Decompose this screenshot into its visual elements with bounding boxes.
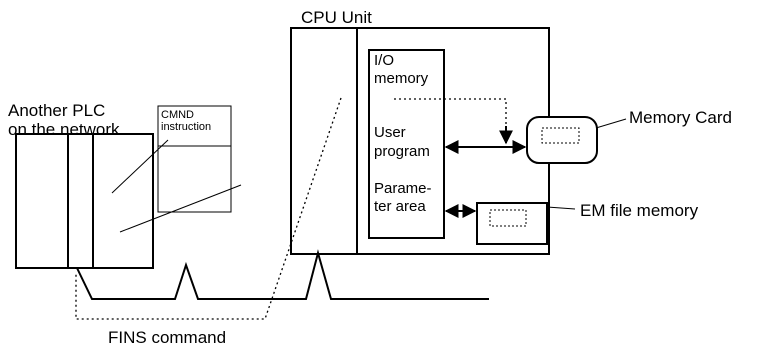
parameter-area-label-2: ter area (374, 198, 426, 215)
cmnd-instruction-box (157, 105, 232, 213)
cmnd-label-1: CMND (161, 109, 194, 121)
another-plc-label-2: on the network (8, 120, 120, 139)
em-file-callout (546, 206, 576, 210)
parameter-area-label-1: Parame- (374, 180, 432, 197)
fins-command-dotted-path (394, 98, 507, 126)
cpu-unit-label: CPU Unit (301, 8, 372, 27)
memory-card-label: Memory Card (629, 108, 732, 127)
another-plc-rack (15, 133, 154, 269)
cmnd-callout-line (111, 139, 169, 194)
cmnd-callout-line-2 (119, 184, 242, 233)
network-cable (76, 249, 489, 300)
another-plc-label-1: Another PLC (8, 101, 106, 120)
cmnd-label-2: instruction (161, 121, 212, 133)
fins-command-label: FINS command (108, 328, 227, 347)
user-program-label-2: program (374, 143, 430, 160)
memory-card-callout (595, 118, 627, 129)
em-file-memory-label: EM file memory (580, 201, 699, 220)
memory-card (526, 116, 598, 164)
user-program-label-1: User (374, 124, 406, 141)
fins-command-dotted-route (75, 97, 342, 320)
io-memory-label-2: memory (374, 70, 429, 87)
io-memory-label-1: I/O (374, 52, 395, 69)
em-file-memory (476, 202, 548, 245)
